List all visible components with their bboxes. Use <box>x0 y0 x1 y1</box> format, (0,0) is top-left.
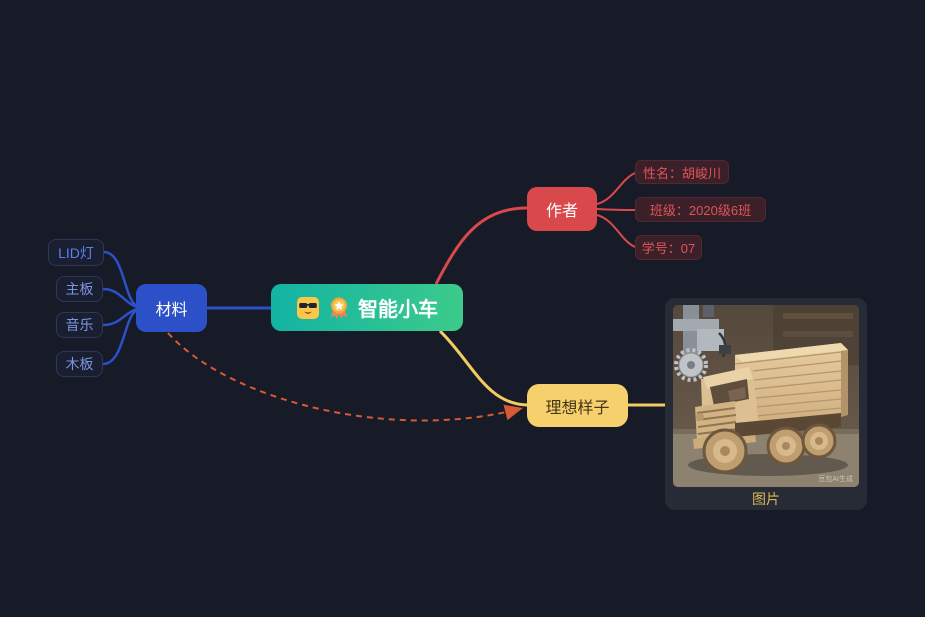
leaf-node-lid-light[interactable]: LID灯 <box>48 239 104 266</box>
image-caption: 图片 <box>752 491 780 507</box>
edge-materials-lid <box>103 250 138 308</box>
leaf-label: 主板 <box>65 281 94 297</box>
central-topic-label: 智能小车 <box>358 299 438 321</box>
wooden-truck-photo[interactable]: 豆包AI生成 <box>673 305 859 487</box>
branch-node-materials[interactable]: 材料 <box>136 284 207 332</box>
edge-author-number <box>596 214 636 248</box>
central-topic-node[interactable]: 智能小车 <box>271 284 463 331</box>
edge-materials-yinyue <box>102 307 138 327</box>
leaf-label: 木板 <box>65 356 94 372</box>
leaf-node-music[interactable]: 音乐 <box>56 312 103 338</box>
edge-materials-muban <box>102 308 138 366</box>
edge-author-name <box>596 172 636 205</box>
medal-icon <box>327 296 351 320</box>
attr-label: 班级：2020级6班 <box>649 203 752 218</box>
attr-node-student-number[interactable]: 学号：07 <box>635 235 702 260</box>
cool-face-icon <box>296 296 320 320</box>
attr-label: 性名：胡峻川 <box>642 165 721 181</box>
leaf-node-mainboard[interactable]: 主板 <box>56 276 103 302</box>
workshop-machine <box>673 305 731 382</box>
attr-label: 学号：07 <box>641 241 696 256</box>
branch-node-author[interactable]: 作者 <box>527 187 597 231</box>
image-card[interactable]: 豆包AI生成 图片 <box>665 298 867 510</box>
attr-node-student-name[interactable]: 性名：胡峻川 <box>635 160 729 184</box>
truck-wheels <box>702 423 837 474</box>
branch-label: 材料 <box>155 302 188 319</box>
edge-root-author <box>434 206 528 285</box>
leaf-label: 音乐 <box>65 317 94 333</box>
branch-node-ideal-look[interactable]: 理想样子 <box>527 384 628 427</box>
branch-label: 理想样子 <box>545 399 610 417</box>
edge-materials-zhuban <box>102 287 138 309</box>
edge-author-class <box>596 208 636 211</box>
leaf-label: LID灯 <box>58 244 94 261</box>
leaf-node-wood-board[interactable]: 木板 <box>56 351 103 377</box>
relationship-arrow[interactable] <box>167 332 523 422</box>
attr-node-class[interactable]: 班级：2020级6班 <box>635 197 766 222</box>
ai-watermark: 豆包AI生成 <box>818 474 853 483</box>
branch-label: 作者 <box>545 203 578 220</box>
edge-root-ideal <box>438 329 528 407</box>
